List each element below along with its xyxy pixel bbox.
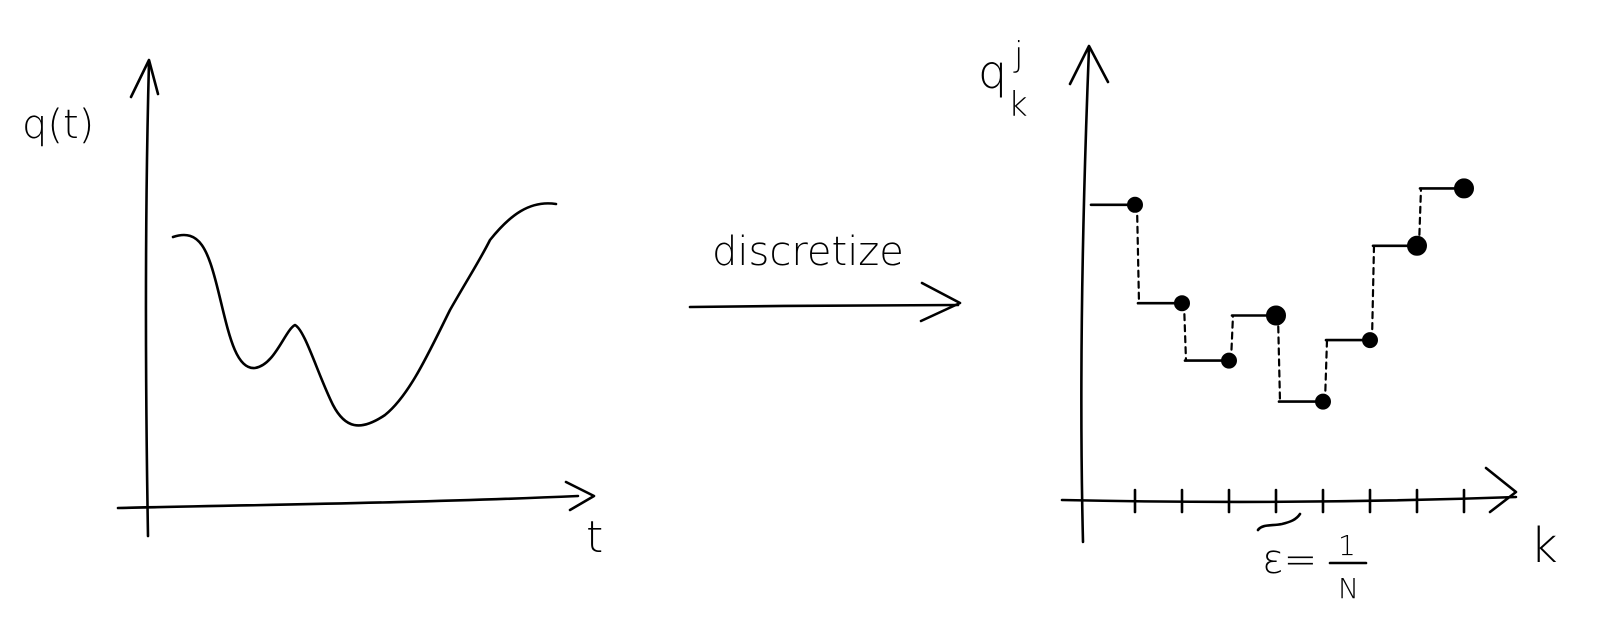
data-point	[1454, 178, 1474, 199]
right-x-axis	[1060, 495, 1518, 504]
dashed-connectors	[1135, 187, 1423, 403]
dashed-connector	[1182, 302, 1188, 362]
step-segments	[1089, 187, 1466, 403]
data-point	[1174, 295, 1190, 312]
data-point	[1266, 305, 1286, 326]
right-y-axis	[1080, 46, 1091, 544]
left-x-axis-label: t	[586, 512, 603, 563]
dashed-connector	[1323, 339, 1329, 403]
discretize-arrow	[688, 303, 960, 309]
left-y-axis-label: q(t)	[22, 102, 94, 148]
x-axis-ticks	[1133, 488, 1466, 514]
continuous-curve	[171, 202, 558, 427]
data-point	[1362, 332, 1378, 349]
spacing-numerator: 1	[1338, 529, 1356, 562]
discretize-arrowhead	[919, 281, 962, 323]
spacing-eps-label: ε=	[1262, 537, 1317, 583]
right-x-axis-label: k	[1530, 518, 1558, 574]
data-point	[1127, 196, 1143, 213]
discrete-plot: q j k k ε= 1 N	[978, 35, 1558, 605]
spacing-denominator: N	[1338, 572, 1359, 605]
data-point	[1407, 235, 1427, 256]
right-y-axis-arrowhead	[1068, 44, 1110, 86]
left-x-axis	[116, 494, 580, 510]
dashed-connector	[1135, 203, 1141, 305]
discretize-label: discretize	[712, 229, 904, 275]
right-y-label-base: q	[978, 45, 1007, 99]
discretize-arrow-group: discretize	[688, 229, 962, 323]
left-y-axis-arrowhead	[129, 58, 160, 99]
left-y-axis	[144, 60, 151, 538]
dashed-connector	[1229, 314, 1235, 362]
right-y-axis-label: q j k	[978, 35, 1028, 125]
dashed-connector	[1370, 244, 1376, 342]
right-y-label-subscript: k	[1008, 85, 1028, 125]
left-x-axis-arrowhead	[564, 480, 596, 512]
right-y-label-superscript: j	[1013, 35, 1023, 75]
spacing-brace	[1256, 512, 1302, 532]
dashed-connector	[1417, 187, 1423, 247]
right-x-axis-arrowhead	[1484, 466, 1518, 514]
continuous-plot: q(t) t	[22, 58, 603, 563]
data-point	[1221, 352, 1237, 369]
dashed-connector	[1276, 314, 1282, 403]
spacing-annotation: ε= 1 N	[1256, 512, 1368, 605]
data-points	[1127, 178, 1474, 410]
data-point	[1315, 393, 1331, 410]
